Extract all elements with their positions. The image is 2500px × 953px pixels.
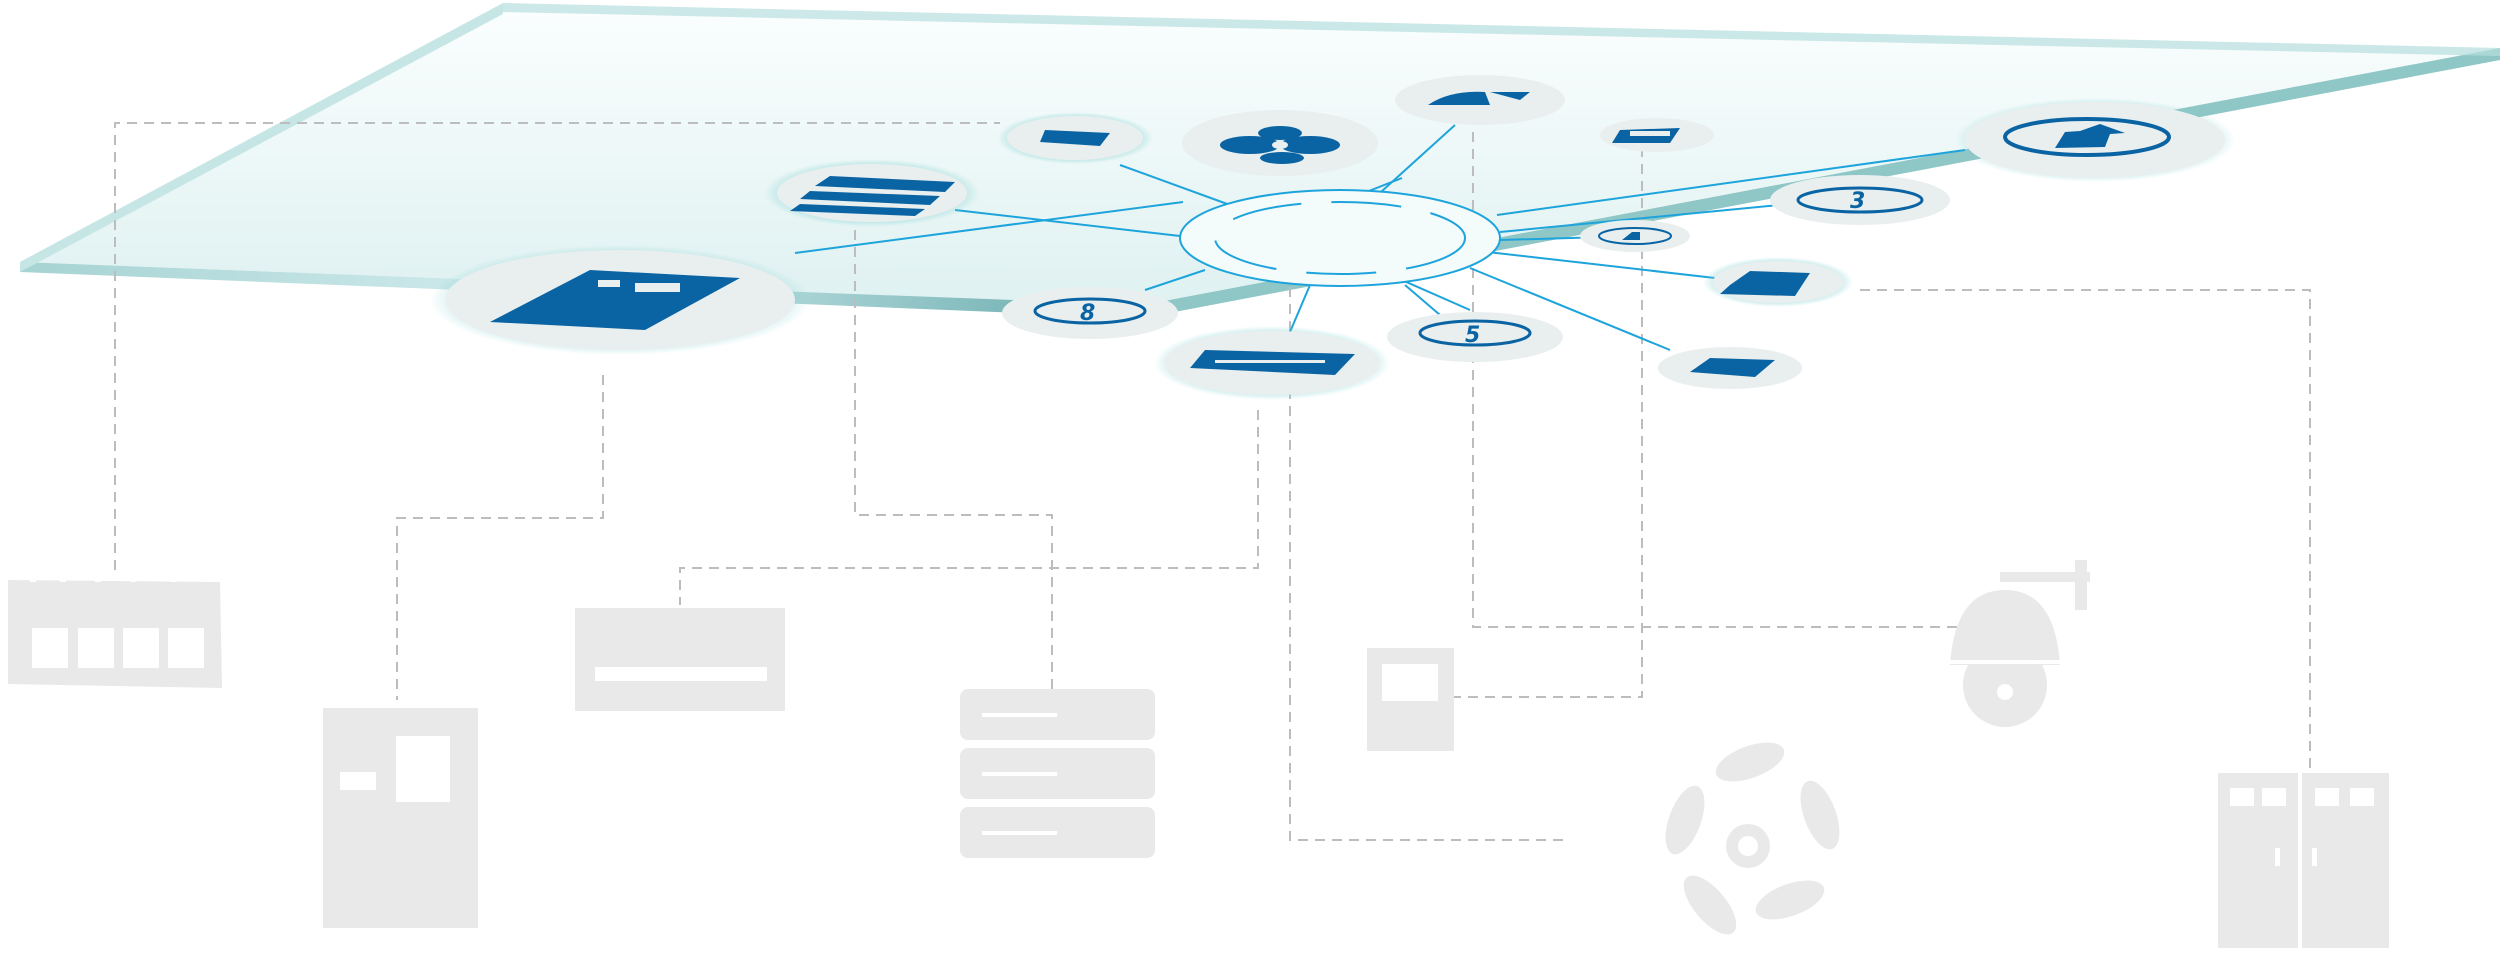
node-meter-8[interactable]: 8 — [1002, 287, 1178, 339]
device-panel-unit — [575, 608, 785, 711]
device-dome-camera — [1950, 560, 2090, 727]
node-upload[interactable] — [1955, 98, 2235, 182]
upload-icon — [2055, 124, 2125, 148]
meter-icon: 3 — [1850, 189, 1865, 214]
meter-icon: 5 — [1465, 323, 1480, 348]
node-meter-5[interactable]: 5 — [1387, 312, 1563, 362]
small-camera-icon — [1622, 232, 1640, 240]
node-small-camera[interactable] — [1580, 220, 1690, 252]
device-small-box — [1367, 648, 1454, 751]
node-list-panel[interactable] — [764, 159, 980, 227]
list-panel-icon — [790, 176, 955, 216]
device-connectors — [114, 98, 2311, 841]
square-device-icon — [1690, 358, 1775, 377]
power-strip-icon — [1040, 130, 1110, 146]
node-bar-device[interactable] — [1154, 326, 1390, 400]
device-control-cabinet — [323, 708, 478, 928]
node-camera[interactable] — [1395, 75, 1565, 125]
device-server-rack — [960, 689, 1155, 858]
fan-icon — [1220, 126, 1340, 164]
device-fan — [1665, 742, 1840, 935]
camera-icon — [1428, 91, 1530, 105]
hub-links — [794, 124, 1966, 351]
device-power-strip — [8, 574, 222, 688]
node-square-device[interactable] — [1658, 347, 1802, 389]
cabinet-icon — [1720, 271, 1810, 296]
central-hub — [1179, 189, 1501, 287]
node-fan[interactable] — [1182, 110, 1378, 176]
node-control-panel[interactable] — [430, 245, 810, 355]
node-cabinet[interactable] — [1703, 257, 1853, 307]
meter-icon: 8 — [1080, 301, 1095, 326]
node-meter-3[interactable]: 3 — [1770, 175, 1950, 225]
device-double-cabinet — [2218, 773, 2389, 948]
node-display-box[interactable] — [1600, 118, 1714, 152]
node-power-strip[interactable] — [997, 112, 1153, 164]
